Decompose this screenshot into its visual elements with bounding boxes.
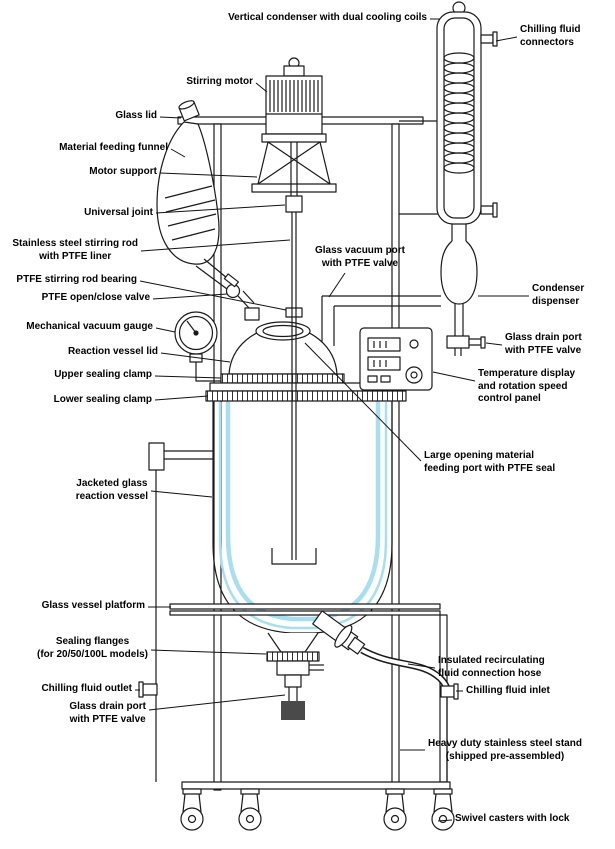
jacketed-glass-reaction-vessel: [212, 400, 393, 634]
dual-cooling-coils: [443, 52, 475, 174]
speed-display: [367, 356, 401, 371]
side-discharge-valve: [312, 610, 366, 655]
chilling-fluid-piping-left: [138, 442, 213, 782]
vertical-condenser: [436, 1, 498, 241]
caster-wheel: [431, 788, 455, 831]
panel-button: [380, 375, 391, 383]
material-feeding-funnel: [156, 100, 234, 290]
bottom-drain-valve: [266, 632, 324, 720]
caster-wheel: [238, 788, 262, 831]
stirring-shaft: [290, 142, 298, 196]
chilling-fluid-connector-upper: [480, 31, 498, 47]
glass-drain-port-right: [446, 335, 486, 356]
stirring-rod: [271, 212, 317, 565]
lower-sealing-clamp: [205, 390, 407, 402]
anchor-paddle: [271, 548, 317, 565]
caster-wheel: [180, 788, 204, 831]
panel-button: [367, 375, 378, 383]
insulated-recirculating-hose: [360, 646, 452, 695]
universal-joint: [285, 195, 303, 213]
chilling-fluid-connector-lower: [480, 202, 498, 218]
chilling-fluid-inlet-fitting: [440, 683, 459, 782]
condenser-dispenser: [440, 240, 478, 336]
control-knob: [405, 366, 423, 384]
caster-wheel: [383, 788, 407, 831]
stirring-rod-bearing: [285, 307, 303, 318]
glass-vessel-platform: [169, 603, 441, 616]
motor-support: [251, 141, 337, 193]
swivel-casters: [180, 788, 455, 831]
ptfe-open-close-valve: [223, 273, 260, 321]
stirring-motor: [261, 57, 327, 143]
temperature-display: [367, 337, 401, 352]
drain-plug: [281, 701, 305, 720]
chilling-fluid-outlet-fitting: [138, 681, 158, 698]
sealing-flange: [266, 651, 320, 662]
vapor-tube: [321, 295, 441, 346]
upper-sealing-clamp: [220, 373, 345, 384]
indicator-light: [409, 339, 419, 349]
large-opening-feeding-port: [255, 321, 311, 341]
glass-lid-cap: [178, 100, 200, 122]
control-panel: [359, 327, 433, 391]
motor-fins: [269, 80, 319, 112]
